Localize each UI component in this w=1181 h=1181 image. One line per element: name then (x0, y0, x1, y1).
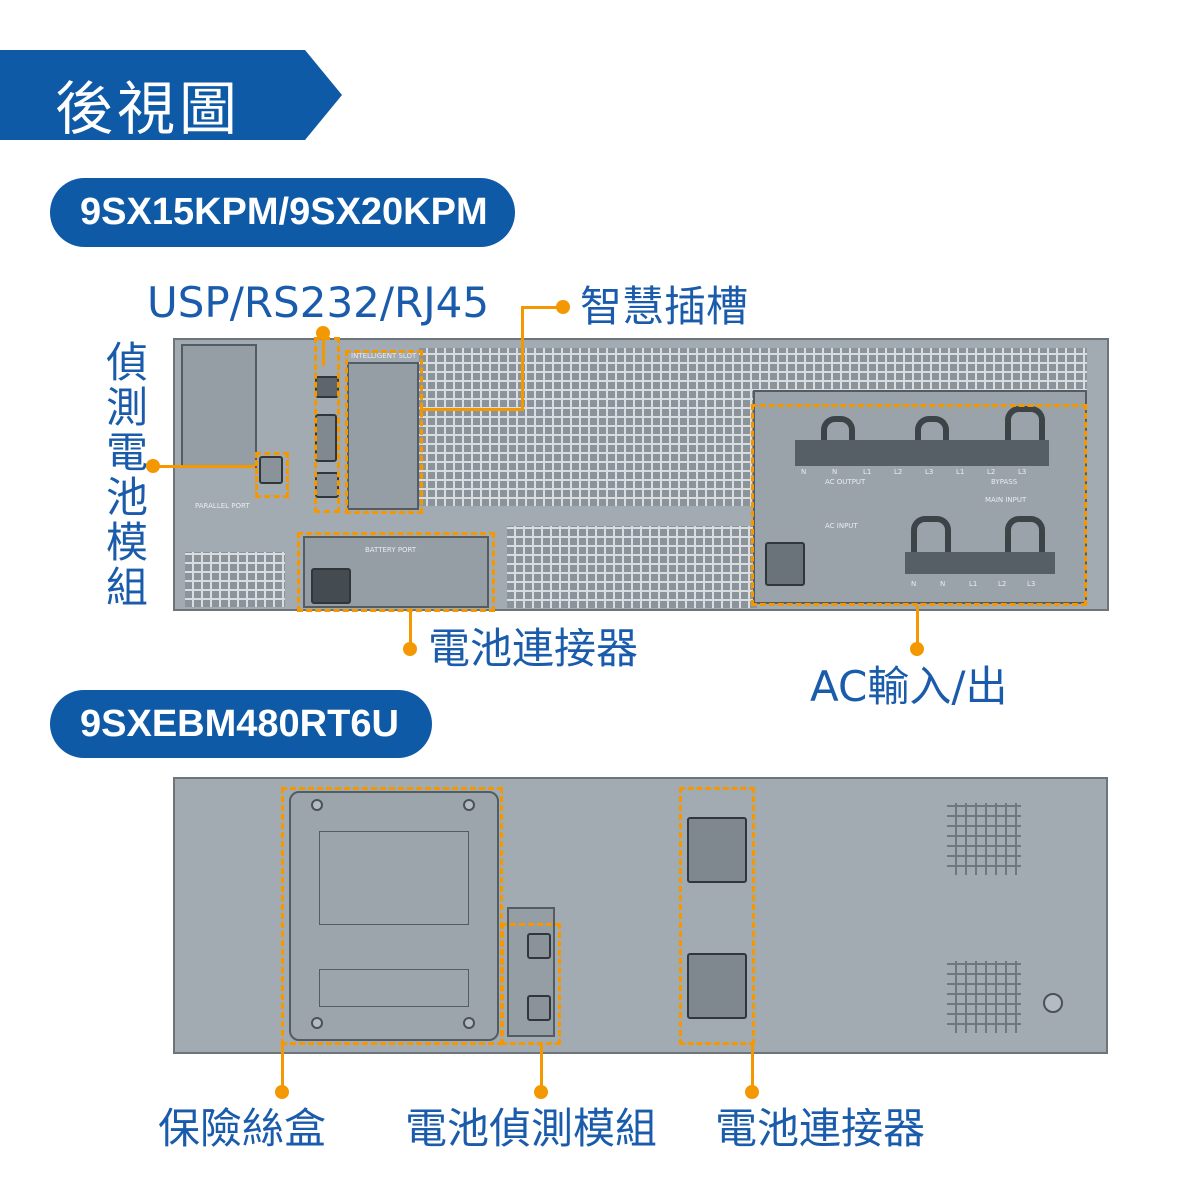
terminal-label: N (801, 468, 807, 476)
vent-grille-lower (507, 526, 757, 608)
fuse-box-window (319, 831, 469, 925)
output-breaker-handle (821, 416, 855, 440)
vent-holes-lower (947, 961, 1021, 1033)
leader-line (420, 408, 524, 411)
leader-line (521, 306, 561, 309)
input-breaker-handle (911, 516, 951, 552)
highlight-fuse-box (281, 787, 503, 1045)
terminal-label: L3 (1027, 580, 1036, 588)
ac-input-connector (765, 542, 805, 586)
terminal-label: L3 (925, 468, 934, 476)
main-input-label: MAIN INPUT (985, 496, 1027, 504)
battery-detection-module (507, 907, 555, 1037)
terminal-label: N (832, 468, 838, 476)
leader-line (409, 608, 412, 644)
model-badge-ebm: 9SXEBM480RT6U (50, 690, 432, 758)
output-terminal-strip: N N L1 L2 L3 L1 L2 L3 (795, 440, 1049, 476)
fuse-box-label-area (319, 969, 469, 1007)
leader-line (540, 1043, 543, 1089)
leader-line (521, 306, 524, 410)
ground-screw-icon (1043, 993, 1063, 1013)
screw-icon (463, 1017, 475, 1029)
leader-line (916, 606, 919, 646)
section-title-banner: 後視圖 (0, 50, 342, 140)
label-ac-io: AC輸入/出 (810, 662, 1008, 711)
screw-icon (311, 799, 323, 811)
label-battery-connector-bottom: 電池連接器 (715, 1104, 926, 1153)
highlight-battery-connector (297, 532, 495, 612)
detection-port-1 (527, 933, 551, 959)
terminal-label: L3 (1018, 468, 1027, 476)
vent-grille-left (185, 552, 285, 607)
leader-line (155, 465, 255, 468)
highlight-intelligent-slot (345, 350, 423, 514)
terminal-label: L2 (987, 468, 996, 476)
callout-dot (403, 642, 417, 656)
label-battery-detection-module: 電池偵測模組 (405, 1104, 658, 1153)
callout-dot (745, 1085, 759, 1099)
battery-connector-2 (687, 953, 747, 1019)
terminal-label: L1 (969, 580, 978, 588)
terminal-label: L2 (894, 468, 903, 476)
screw-icon (463, 799, 475, 811)
ac-input-label: AC INPUT (825, 522, 858, 530)
detection-port-2 (527, 995, 551, 1021)
highlight-battery-detection (255, 452, 289, 498)
leader-line (751, 1043, 754, 1089)
input-terminal-strip: N N L1 L2 L3 (905, 552, 1055, 588)
label-intelligent-slot: 智慧插槽 (580, 282, 749, 331)
battery-detection-port (259, 456, 283, 484)
battery-port-connector (311, 568, 351, 604)
highlight-battery-detection-module (501, 923, 561, 1045)
label-battery-connector-top: 電池連接器 (428, 624, 639, 673)
terminal-label: L1 (956, 468, 965, 476)
vent-holes-upper (947, 803, 1021, 875)
highlight-battery-connectors (679, 787, 755, 1045)
leader-line (322, 336, 325, 366)
bypass-label: BYPASS (991, 478, 1018, 486)
callout-dot (146, 459, 160, 473)
output-breaker-handle (915, 416, 949, 440)
section-title: 後視圖 (55, 75, 242, 143)
model-badge-ups: 9SX15KPM/9SX20KPM (50, 178, 515, 247)
callout-dot (534, 1085, 548, 1099)
highlight-comm-ports (314, 337, 340, 513)
callout-dot (316, 326, 330, 340)
battery-connector-1 (687, 817, 747, 883)
fuse-box-cover (289, 791, 499, 1041)
terminal-label: N (940, 580, 946, 588)
label-battery-detection-vertical: 偵測電池模組 (105, 338, 148, 612)
callout-dot (556, 300, 570, 314)
ac-output-label: AC OUTPUT (825, 478, 866, 486)
label-comm-ports: USP/RS232/RJ45 (147, 278, 490, 327)
bypass-breaker-handle (1005, 406, 1045, 440)
ebm-rear-panel (173, 777, 1108, 1054)
leader-line (281, 1043, 284, 1089)
input-breaker-handle (1005, 516, 1045, 552)
callout-dot (275, 1085, 289, 1099)
terminal-label: L1 (863, 468, 872, 476)
battery-port-label: BATTERY PORT (365, 546, 417, 554)
callout-dot (910, 642, 924, 656)
intelligent-slot-cover (347, 362, 419, 510)
ups-rear-panel: INTELLIGENT SLOT PARALLEL PORT BATTERY P… (173, 337, 1109, 612)
terminal-label: L2 (998, 580, 1007, 588)
parallel-port-label: PARALLEL PORT (195, 502, 250, 510)
highlight-ac-io (751, 404, 1087, 606)
screw-icon (311, 1017, 323, 1029)
label-fuse-box: 保險絲盒 (158, 1104, 327, 1153)
terminal-label: N (911, 580, 917, 588)
intelligent-slot-label: INTELLIGENT SLOT (351, 352, 417, 360)
blank-cover (181, 344, 257, 468)
